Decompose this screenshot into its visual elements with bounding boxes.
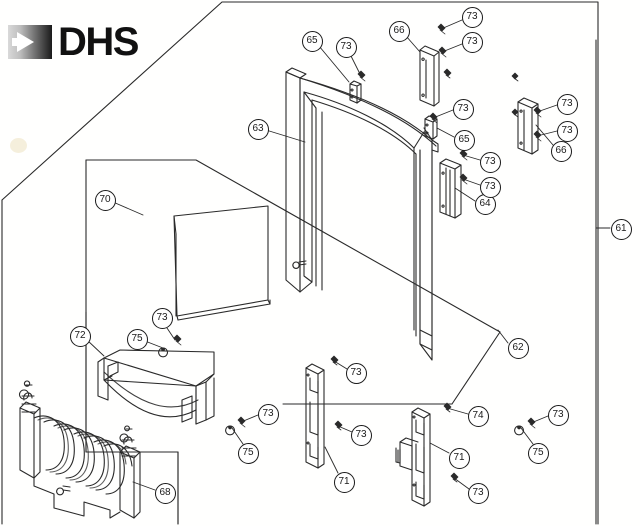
leader-line-75 bbox=[144, 340, 164, 349]
enclosure-outline bbox=[1, 1, 599, 525]
leader-line-71 bbox=[324, 446, 339, 474]
callout-75: 75 bbox=[527, 442, 549, 464]
callout-73: 73 bbox=[452, 98, 474, 120]
leader-line-73 bbox=[536, 104, 558, 113]
callout-73: 73 bbox=[556, 120, 578, 142]
callout-73: 73 bbox=[151, 307, 173, 329]
leader-line-73 bbox=[337, 425, 353, 433]
callout-75: 75 bbox=[126, 328, 148, 350]
leader-line-66 bbox=[405, 35, 421, 53]
callout-62: 62 bbox=[507, 337, 529, 359]
leader-line-74 bbox=[446, 407, 469, 415]
callout-70: 70 bbox=[94, 189, 116, 211]
leader-line-73 bbox=[453, 477, 470, 490]
part-64-channel-bracket bbox=[439, 158, 462, 219]
leader-line-73 bbox=[333, 360, 348, 370]
part-72-baffle bbox=[97, 349, 215, 425]
part-71-rail-right bbox=[395, 407, 431, 507]
callout-71: 71 bbox=[333, 471, 355, 493]
part-70-glass-panel bbox=[173, 205, 271, 321]
callout-73: 73 bbox=[335, 36, 357, 58]
callout-75: 75 bbox=[237, 442, 259, 464]
leader-line-73 bbox=[441, 43, 463, 53]
callout-72: 72 bbox=[69, 325, 91, 347]
callout-65: 65 bbox=[301, 30, 323, 52]
leader-line-73 bbox=[462, 154, 481, 161]
callout-73: 73 bbox=[547, 404, 569, 426]
part-66-bracket-top bbox=[419, 45, 440, 107]
part-66-bracket-right bbox=[517, 97, 539, 155]
brand-name: DHS bbox=[58, 20, 139, 64]
leader-line-73 bbox=[536, 130, 558, 137]
leader-line-73 bbox=[530, 415, 549, 424]
part-71-rail-left bbox=[305, 363, 325, 469]
callout-63: 63 bbox=[247, 118, 269, 140]
part-63-door-surround bbox=[285, 67, 439, 361]
leader-line-68 bbox=[132, 481, 156, 491]
leader-line-75 bbox=[231, 427, 244, 445]
callout-65: 65 bbox=[453, 129, 475, 151]
leader-line-65 bbox=[436, 127, 455, 138]
callout-73: 73 bbox=[461, 6, 483, 28]
back-panel-outline bbox=[85, 159, 501, 453]
callout-73: 73 bbox=[479, 176, 501, 198]
scan-artifact bbox=[10, 138, 27, 153]
leader-line-73 bbox=[349, 53, 361, 75]
dhs-logo: DHS bbox=[8, 20, 139, 64]
leader-line-72 bbox=[86, 339, 105, 357]
leader-line-70 bbox=[112, 201, 144, 216]
callout-66: 66 bbox=[550, 140, 572, 162]
arrow-in-square-icon bbox=[8, 25, 52, 59]
leader-line-62 bbox=[497, 329, 509, 344]
callout-68: 68 bbox=[154, 482, 176, 504]
callout-73: 73 bbox=[556, 93, 578, 115]
leader-line-73 bbox=[432, 109, 454, 119]
leader-line-73 bbox=[440, 19, 463, 30]
callout-73: 73 bbox=[467, 482, 489, 504]
leader-line-65 bbox=[318, 45, 350, 83]
leader-line-64 bbox=[454, 187, 476, 202]
callout-73: 73 bbox=[257, 403, 279, 425]
leader-line-75 bbox=[520, 427, 534, 445]
hearth-floor-lines bbox=[85, 331, 501, 525]
leader-line-71 bbox=[429, 442, 450, 454]
callout-74: 74 bbox=[467, 405, 489, 427]
callout-73: 73 bbox=[461, 31, 483, 53]
part-68-grate bbox=[19, 380, 141, 519]
callout-61: 61 bbox=[610, 218, 632, 240]
leader-line-63 bbox=[265, 129, 306, 143]
fastener-washers bbox=[158, 347, 524, 436]
part-65-bracket-top bbox=[349, 80, 362, 104]
callout-leader-lines bbox=[86, 19, 611, 491]
callout-73: 73 bbox=[345, 362, 367, 384]
leader-line-73 bbox=[462, 178, 481, 186]
callout-73: 73 bbox=[350, 424, 372, 446]
callout-73: 73 bbox=[479, 151, 501, 173]
callout-71: 71 bbox=[448, 447, 470, 469]
leader-line-73 bbox=[240, 414, 259, 423]
leader-line-66 bbox=[535, 124, 554, 146]
callout-66: 66 bbox=[388, 20, 410, 42]
